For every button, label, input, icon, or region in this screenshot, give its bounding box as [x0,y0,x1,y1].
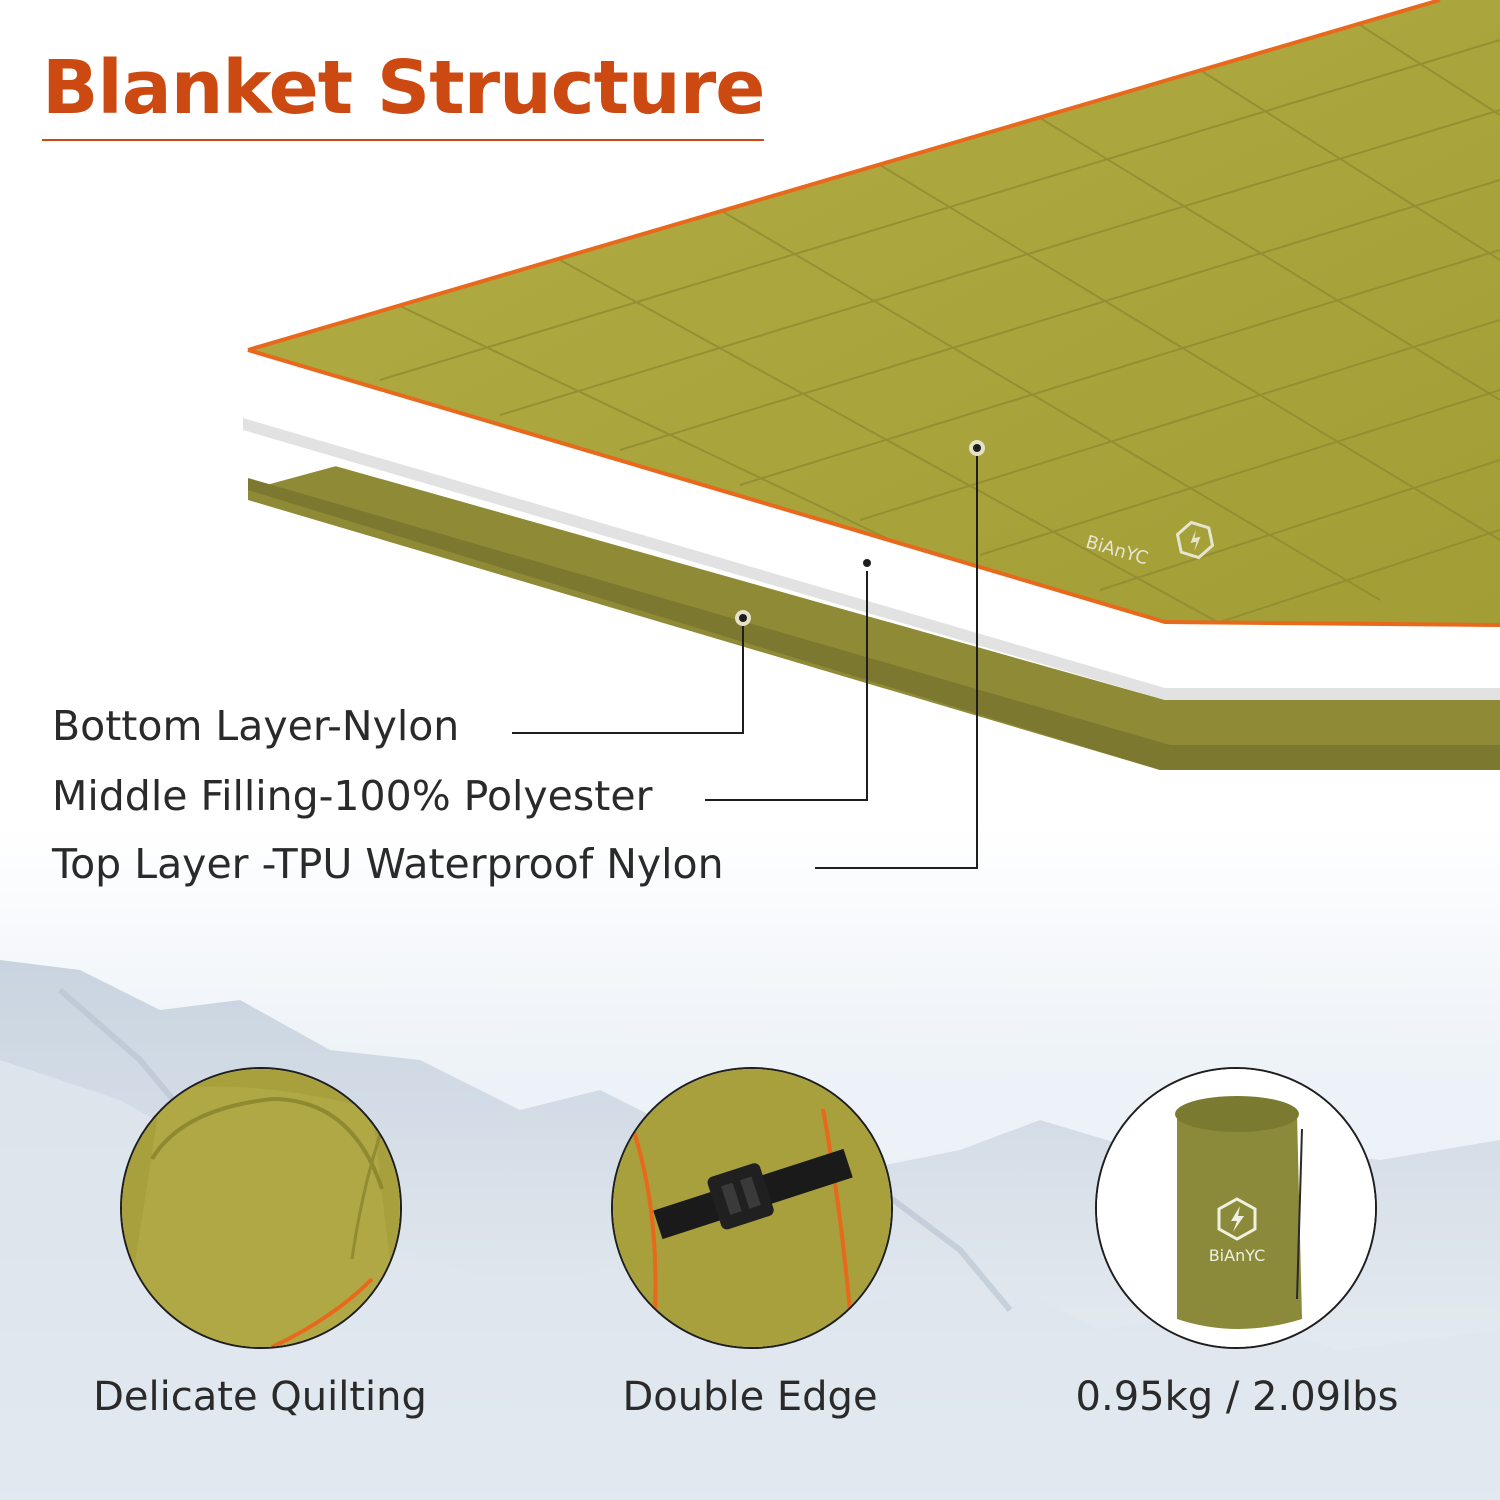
sack-brand-text: BiAnYC [1209,1246,1266,1265]
callout-bottom-layer [512,610,751,734]
stuff-sack-image: BiAnYC [1095,1067,1377,1349]
weight-caption: 0.95kg / 2.09lbs [1075,1374,1399,1420]
middle-filling-label: Middle Filling-100% Polyester [52,772,653,820]
bottom-layer-label: Bottom Layer-Nylon [52,702,460,750]
quilting-detail-image [120,1067,402,1349]
callout-middle-filling [705,555,875,801]
page-title: Blanket Structure [42,47,765,142]
callout-top-layer [815,440,985,869]
double-edge-detail-image [611,1067,893,1349]
quilting-detail-illustration [122,1069,400,1347]
brand-logo [1175,520,1215,560]
double-edge-illustration [613,1069,891,1347]
quilting-caption: Delicate Quilting [93,1374,427,1420]
stuff-sack-illustration: BiAnYC [1097,1069,1375,1347]
double-edge-caption: Double Edge [622,1374,878,1420]
top-layer-label: Top Layer -TPU Waterproof Nylon [52,840,724,888]
